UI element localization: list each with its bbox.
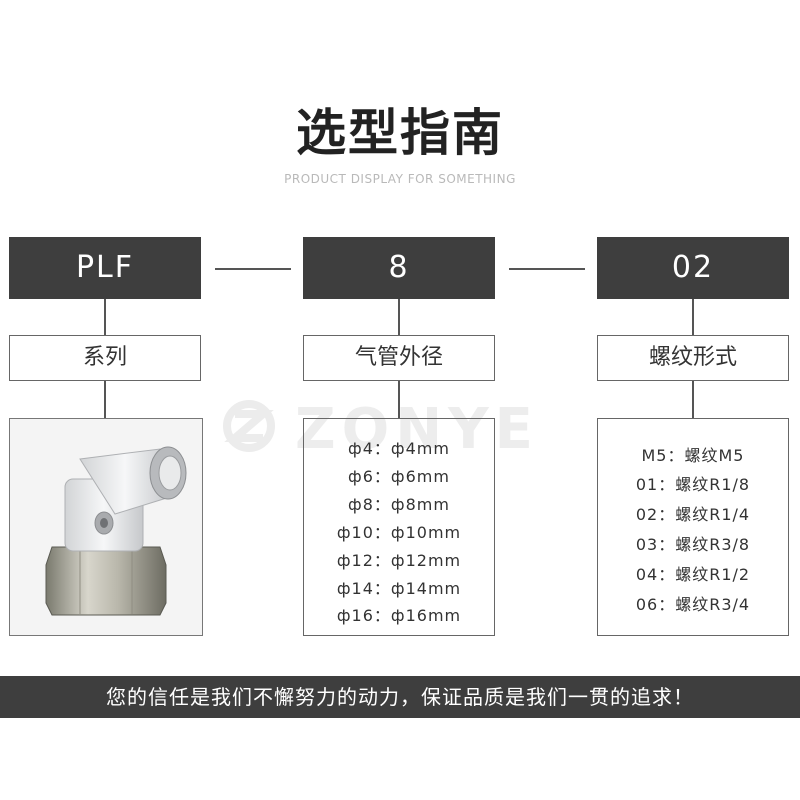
- list-item: 01：螺纹R1/8: [635, 475, 751, 494]
- thread-code-box: 02: [597, 237, 789, 299]
- list-item: 03：螺纹R3/8: [635, 535, 751, 554]
- tube-diameter-list: ф4：ф4mm ф6：ф6mm ф8：ф8mm ф10：ф10mm ф12：ф1…: [303, 418, 495, 636]
- tube-diameter-code-box: 8: [303, 237, 495, 299]
- connector-line: [692, 381, 694, 418]
- product-image: [9, 418, 203, 636]
- connector-line: [398, 381, 400, 418]
- list-item: ф10：ф10mm: [336, 523, 462, 542]
- brand-watermark: ZONYE: [223, 397, 539, 462]
- slogan-banner: 您的信任是我们不懈努力的动力，保证品质是我们一贯的追求！: [0, 676, 800, 718]
- tube-diameter-label: 气管外径: [303, 335, 495, 381]
- connector-line: [104, 381, 106, 418]
- list-item: ф16：ф16mm: [336, 606, 462, 625]
- connector-line: [398, 299, 400, 335]
- list-item: 02：螺纹R1/4: [635, 505, 751, 524]
- connector-line: [509, 268, 585, 270]
- page-title: 选型指南: [296, 104, 504, 162]
- connector-line: [104, 299, 106, 335]
- list-item: 04：螺纹R1/2: [635, 565, 751, 584]
- page-subtitle: PRODUCT DISPLAY FOR SOMETHING: [284, 172, 516, 186]
- list-item: ф8：ф8mm: [348, 495, 450, 514]
- list-item: 06：螺纹R3/4: [635, 595, 751, 614]
- list-item: ф6：ф6mm: [348, 467, 450, 486]
- series-code-box: PLF: [9, 237, 201, 299]
- connector-line: [692, 299, 694, 335]
- list-item: ф4：ф4mm: [348, 439, 450, 458]
- thread-type-list: M5：螺纹M5 01：螺纹R1/8 02：螺纹R1/4 03：螺纹R3/8 04…: [597, 418, 789, 636]
- list-item: ф12：ф12mm: [336, 551, 462, 570]
- list-item: M5：螺纹M5: [641, 446, 745, 465]
- list-item: ф14：ф14mm: [336, 579, 462, 598]
- elbow-fitting-illustration: [45, 446, 187, 616]
- watermark-text: ZONYE: [295, 397, 539, 462]
- connector-line: [215, 268, 291, 270]
- series-label: 系列: [9, 335, 201, 381]
- thread-type-label: 螺纹形式: [597, 335, 789, 381]
